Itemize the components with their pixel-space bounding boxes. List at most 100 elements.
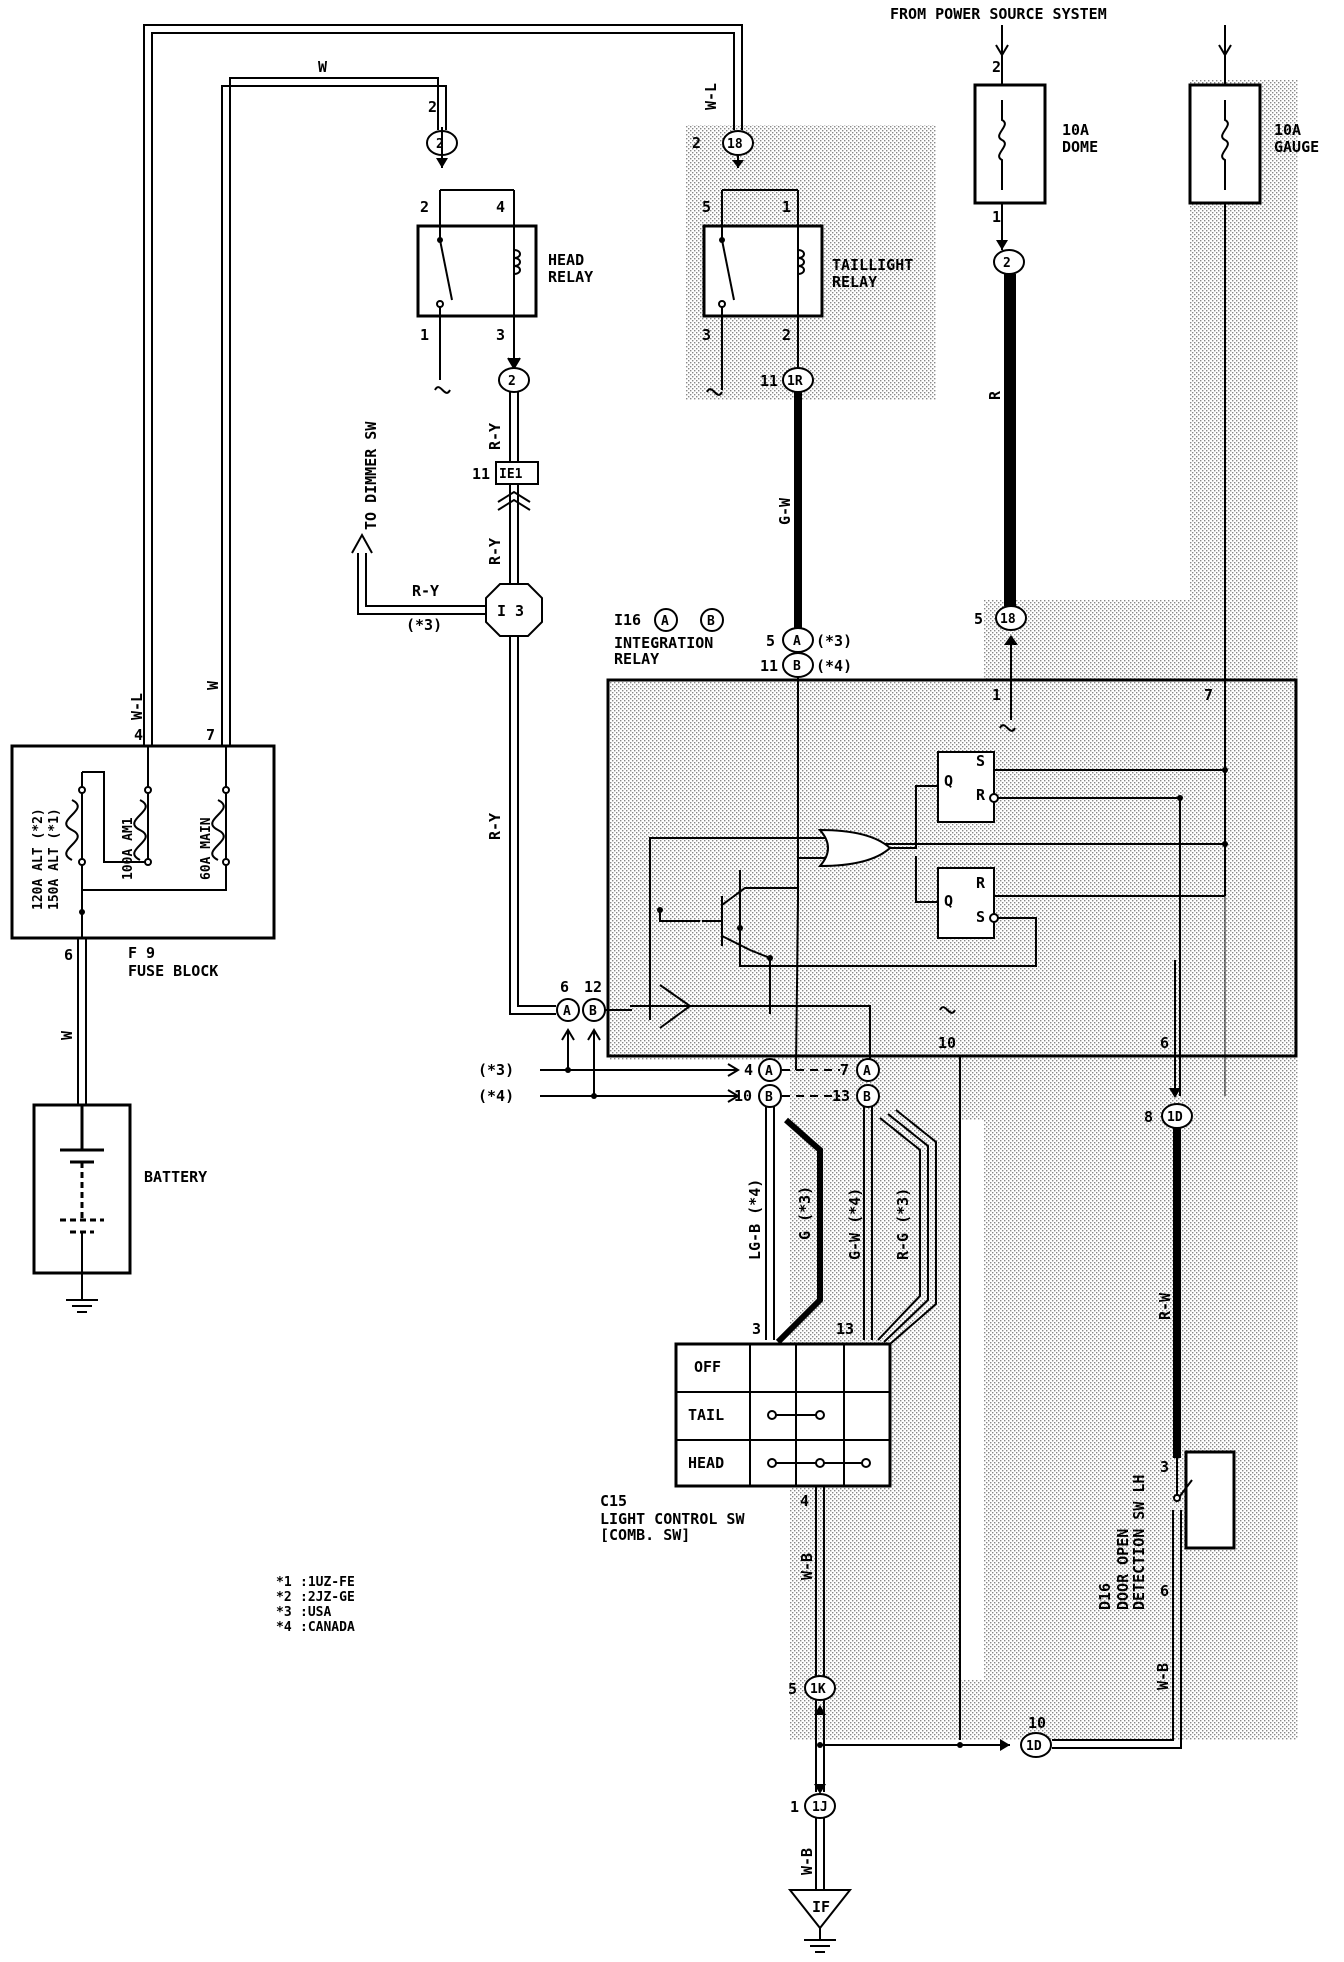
wire-label-g: G (*3) [796, 1186, 814, 1240]
taillight-relay-pin-1: 1 [782, 198, 791, 216]
relay-left-b-pin: 12 [584, 978, 602, 996]
switch-label-1: LIGHT CONTROL SW [600, 1510, 745, 1528]
switch-wires [765, 896, 1226, 1740]
head-relay-pin-top: 2 [428, 98, 437, 116]
wire-label-ry-dimmer: R-Y [412, 582, 439, 600]
door-switch-label-1: DOOR OPEN [1114, 1529, 1132, 1610]
door-switch-label-2: DETECTION SW LH [1130, 1475, 1148, 1610]
taillight-relay-pin-5: 5 [702, 198, 711, 216]
head-relay-pin-3: 3 [496, 326, 505, 344]
relay-id: I16 [614, 611, 641, 629]
wire-label-wb-sw: W-B [798, 1553, 816, 1580]
conn-1d-b: 1D [1026, 1739, 1042, 1754]
wire-label-wb-door: W-B [1154, 1663, 1172, 1690]
conn-2-head: 2 [508, 374, 516, 389]
relay-bottom-b1: B [765, 1090, 773, 1105]
relay-pin-1: 1 [992, 686, 1001, 704]
wire-label-wl-top: W-L [702, 83, 720, 110]
head-relay-pin-1: 1 [420, 326, 429, 344]
head-relay-label-2: RELAY [548, 268, 593, 286]
relay-bottom-connectors [758, 1058, 880, 1108]
relay-left-connectors [556, 998, 632, 1060]
door-switch-id: D16 [1096, 1583, 1114, 1610]
conn-ie1-pin: 11 [472, 465, 490, 483]
relay-id-b: B [707, 614, 715, 629]
gauge-fuse-rating: 10A [1274, 121, 1301, 139]
conn-1r-pin: 11 [760, 372, 778, 390]
relay-label-2: RELAY [614, 650, 659, 668]
dimmer-label: TO DIMMER SW [362, 421, 380, 530]
switch-pin-4: 4 [800, 1492, 809, 1510]
wire-label-rw: R-W [1156, 1292, 1174, 1320]
junction-i3-label: I 3 [497, 602, 524, 620]
conn-1k: 1K [810, 1682, 826, 1697]
conn-1j: 1J [812, 1800, 828, 1815]
legend-value-1: :1UZ-FE [300, 1575, 355, 1590]
wire-label-ry-1: R-Y [486, 423, 504, 450]
fuse-am1: 100A AM1 [121, 817, 136, 880]
ff2-s: S [976, 908, 985, 926]
wire-label-rg: R-G (*3) [894, 1188, 912, 1260]
ground-path [787, 1675, 1010, 1953]
top-wires [143, 24, 743, 746]
fuse-block-pin-6: 6 [64, 946, 73, 964]
fuse-block-pin-4: 4 [134, 726, 143, 744]
legend: *1 :1UZ-FE *2 :2JZ-GE *3 :USA *4 :CANADA [276, 1575, 355, 1635]
relay-top-a-pin: 5 [766, 632, 775, 650]
wire-label-wl-left: W-L [128, 693, 146, 720]
battery [32, 1103, 132, 1313]
conn-ie1: IE1 [499, 467, 523, 482]
relay-left-a: A [563, 1004, 571, 1019]
door-switch [1020, 960, 1236, 1758]
conn-1k-pin: 5 [788, 1680, 797, 1698]
gw-wire [782, 367, 814, 1071]
fuse-block-pin-7: 7 [206, 726, 215, 744]
relay-top-b-note: (*4) [816, 657, 852, 675]
ff2-r: R [976, 874, 986, 892]
switch-pin-13: 13 [836, 1320, 854, 1338]
wire-label-ry-2: R-Y [486, 538, 504, 565]
switch-row-tail: TAIL [688, 1406, 724, 1424]
head-relay-label-1: HEAD [548, 251, 584, 269]
wire-label-w-batt: W [58, 1030, 76, 1040]
conn-2-dome: 2 [1003, 256, 1011, 271]
taillight-relay [702, 130, 824, 396]
switch-id: C15 [600, 1492, 627, 1510]
head-relay-conn-2: 2 [436, 137, 444, 152]
conn-1d-a-pin: 8 [1144, 1108, 1153, 1126]
relay-bottom-pin-13: 13 [832, 1087, 850, 1105]
head-relay [416, 127, 538, 394]
option-note-4: (*4) [478, 1087, 514, 1105]
conn-1r: 1R [787, 374, 803, 389]
relay-bottom-pin-7: 7 [840, 1061, 849, 1079]
taillight-relay-conn-18: 18 [727, 137, 743, 152]
fuse-main: 60A MAIN [199, 817, 214, 880]
conn-1d-a: 1D [1167, 1110, 1183, 1125]
light-control-switch [674, 1342, 892, 1688]
ff1-r: R [976, 786, 986, 804]
relay-bottom-a1: A [765, 1064, 773, 1079]
relay-bottom-pin-4: 4 [744, 1061, 753, 1079]
dome-fuse-pin-2: 2 [992, 58, 1001, 76]
option-note-3: (*3) [478, 1061, 514, 1079]
power-source-label: FROM POWER SOURCE SYSTEM [890, 5, 1107, 23]
conn-1j-pin: 1 [790, 1798, 799, 1816]
wire-label-w-left: W [204, 680, 222, 690]
dome-fuse-name: DOME [1062, 138, 1098, 156]
dome-fuse-rating: 10A [1062, 121, 1089, 139]
wire-label-r: R [986, 390, 1004, 400]
conn-18-mid-pin: 5 [974, 610, 983, 628]
wire-label-ry-3: R-Y [486, 813, 504, 840]
relay-label-1: INTEGRATION [614, 634, 713, 652]
taillight-relay-pin-2: 2 [782, 326, 791, 344]
relay-bottom-a2: A [863, 1064, 871, 1079]
switch-row-off: OFF [694, 1358, 721, 1376]
legend-key-3: *3 [276, 1605, 292, 1620]
relay-top-a-note: (*3) [816, 632, 852, 650]
door-switch-pin-3: 3 [1160, 1458, 1169, 1476]
relay-left-b: B [589, 1004, 597, 1019]
taillight-relay-pin-top: 2 [692, 134, 701, 152]
legend-key-4: *4 [276, 1620, 292, 1635]
dimmer-note: (*3) [406, 616, 442, 634]
